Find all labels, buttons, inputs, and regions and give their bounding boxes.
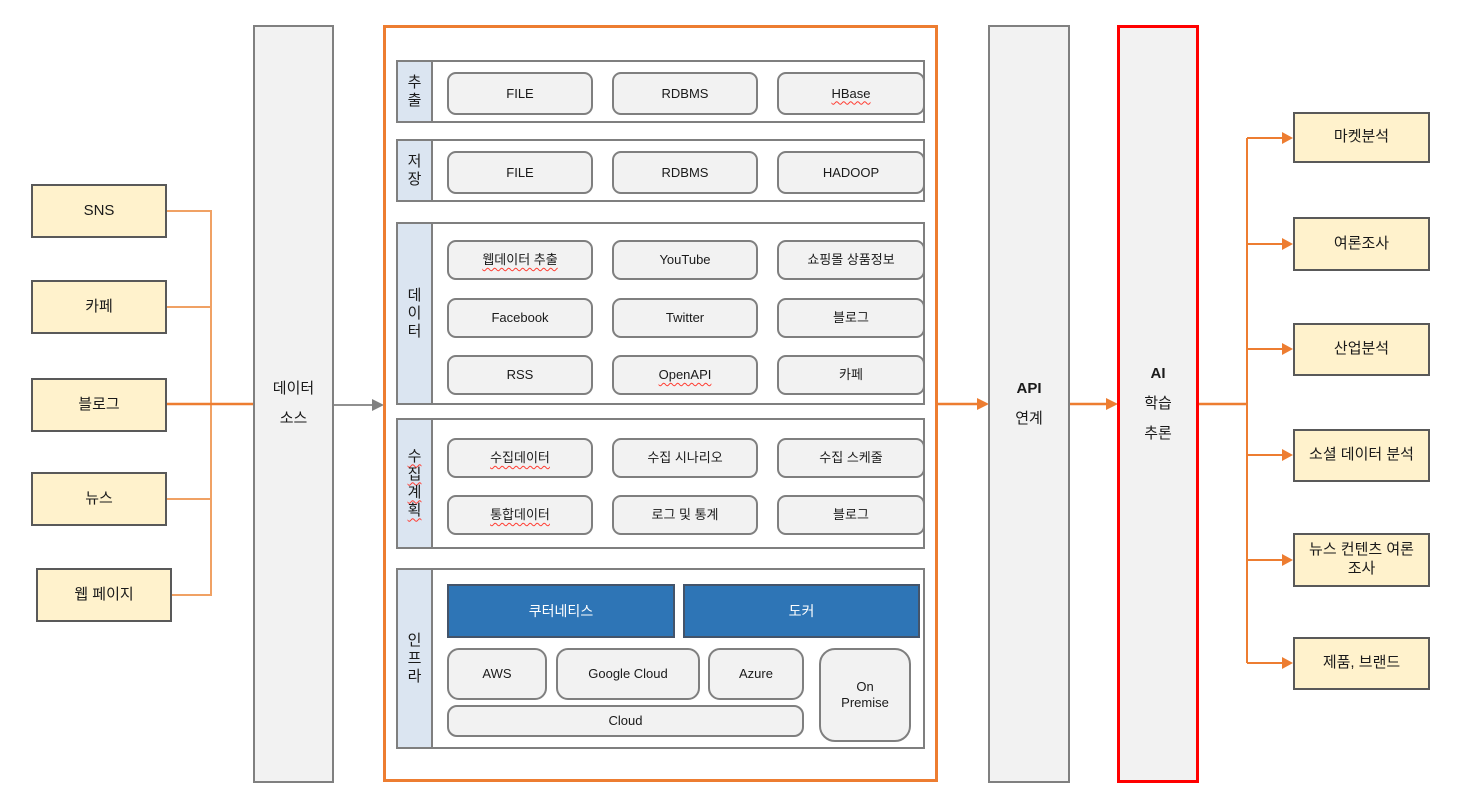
pipeline-item: FILE — [447, 72, 593, 115]
pipeline-item: Facebook — [447, 298, 593, 338]
pipeline-item: 웹데이터 추출 — [447, 240, 593, 280]
output-box-industry-analysis: 산업분석 — [1293, 323, 1430, 376]
source-box-webpage: 웹 페이지 — [36, 568, 172, 622]
row-label-storage: 저장 — [398, 141, 433, 200]
pipeline-item: FILE — [447, 151, 593, 194]
infra-kubernetes-box: 쿠터네티스 — [447, 584, 675, 638]
row-label-extract: 추출 — [398, 62, 433, 121]
source-label: 뉴스 — [85, 489, 113, 507]
ai-inference-label: AI 학습 추론 — [1144, 365, 1172, 442]
source-label: 카페 — [85, 297, 113, 315]
infra-google-cloud-box: Google Cloud — [556, 648, 700, 700]
pipeline-item: 블로그 — [777, 298, 925, 338]
ai-inference-column: AI 학습 추론 — [1117, 25, 1199, 783]
infra-cloud-bar: Cloud — [447, 705, 804, 737]
pipeline-row-storage: 저장 FILE RDBMS HADOOP — [396, 139, 925, 202]
pipeline-item: 카페 — [777, 355, 925, 395]
source-label: 블로그 — [78, 395, 120, 413]
api-link-label: API 연계 — [1015, 380, 1043, 427]
infra-aws-box: AWS — [447, 648, 547, 700]
pipeline-item: YouTube — [612, 240, 758, 280]
pipeline-item: HBase — [777, 72, 925, 115]
pipeline-row-collection-plan: 수집계획 수집데이터 수집 시나리오 수집 스케줄 통합데이터 로그 및 통계 … — [396, 418, 925, 549]
pipeline-row-extract: 추출 FILE RDBMS HBase — [396, 60, 925, 123]
output-box-product-brand: 제품, 브랜드 — [1293, 637, 1430, 690]
row-label-infra: 인프라 — [398, 570, 433, 747]
pipeline-item: 쇼핑몰 상품정보 — [777, 240, 925, 280]
source-box-sns: SNS — [31, 184, 167, 238]
data-source-column: 데이터 소스 — [253, 25, 334, 783]
pipeline-item: Twitter — [612, 298, 758, 338]
row-label-data: 데이터 — [398, 224, 433, 403]
infra-docker-box: 도커 — [683, 584, 920, 638]
infra-azure-box: Azure — [708, 648, 804, 700]
pipeline-item: RDBMS — [612, 151, 758, 194]
infra-on-premise-box: On Premise — [819, 648, 911, 742]
pipeline-item: 로그 및 통계 — [612, 495, 758, 535]
source-box-cafe: 카페 — [31, 280, 167, 334]
output-box-market-analysis: 마켓분석 — [1293, 112, 1430, 163]
pipeline-item: RDBMS — [612, 72, 758, 115]
data-source-label: 데이터 소스 — [272, 380, 315, 427]
source-label: 웹 페이지 — [74, 585, 134, 603]
output-box-opinion-poll: 여론조사 — [1293, 217, 1430, 271]
pipeline-item: 수집 스케줄 — [777, 438, 925, 478]
source-label: SNS — [83, 201, 115, 219]
output-box-social-data-analysis: 소셜 데이터 분석 — [1293, 429, 1430, 482]
pipeline-item: 수집데이터 — [447, 438, 593, 478]
source-box-news: 뉴스 — [31, 472, 167, 526]
source-box-blog: 블로그 — [31, 378, 167, 432]
pipeline-item: 통합데이터 — [447, 495, 593, 535]
pipeline-item: 수집 시나리오 — [612, 438, 758, 478]
api-link-column: API 연계 — [988, 25, 1070, 783]
pipeline-item: OpenAPI — [612, 355, 758, 395]
row-label-collection-plan: 수집계획 — [398, 420, 433, 547]
pipeline-item: 블로그 — [777, 495, 925, 535]
pipeline-row-infra: 인프라 쿠터네티스 도커 AWS Google Cloud Azure On P… — [396, 568, 925, 749]
output-box-news-content-poll: 뉴스 컨텐츠 여론조사 — [1293, 533, 1430, 587]
pipeline-row-data: 데이터 웹데이터 추출 YouTube 쇼핑몰 상품정보 Facebook Tw… — [396, 222, 925, 405]
pipeline-item: RSS — [447, 355, 593, 395]
pipeline-item: HADOOP — [777, 151, 925, 194]
